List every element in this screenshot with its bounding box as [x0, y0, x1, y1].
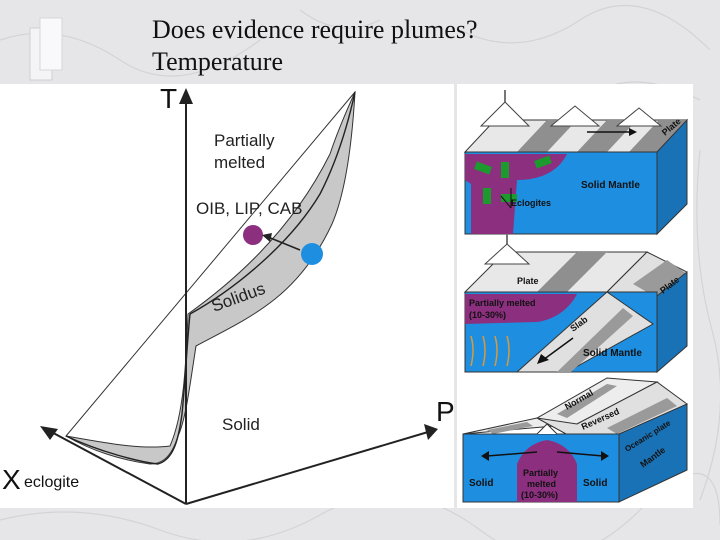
- eclogite-5: [501, 194, 517, 202]
- solidus-fill: [65, 90, 356, 465]
- melt-zone-bottom: [517, 440, 577, 502]
- eclogite-2: [501, 162, 509, 178]
- panel-top: Plate Solid Mantle Eclogites: [463, 90, 689, 236]
- solid-label-bottom-right: Solid: [583, 478, 607, 489]
- x-axis: [43, 427, 187, 505]
- melted-label-bottom: melted: [527, 479, 556, 489]
- partially-melted-label-line2: melted: [214, 153, 265, 172]
- title-line-1: Does evidence require plumes?: [152, 15, 478, 44]
- percent-label-bottom: (10-30%): [521, 490, 558, 500]
- solid-label: Solid: [222, 415, 260, 434]
- x-axis-arrowhead: [40, 426, 58, 440]
- tectonic-panels: Plate Solid Mantle Eclogites: [457, 84, 693, 508]
- upwelling-arrows: [470, 335, 510, 367]
- eclogite-4: [483, 188, 491, 204]
- p-axis-arrowhead: [424, 424, 438, 440]
- panel-middle: Plate Plate Partially melted (10-30%) Sl…: [463, 234, 688, 374]
- partially-label-bottom: Partially: [523, 468, 558, 478]
- blue-dot: [301, 243, 323, 265]
- percent-label-middle: (10-30%): [469, 310, 506, 320]
- volcano-2: [549, 105, 601, 127]
- melting-arrow: [267, 236, 301, 251]
- solid-mantle-label-top: Solid Mantle: [581, 180, 640, 191]
- title-line-2: Temperature: [152, 47, 283, 76]
- solid-mantle-label-middle: Solid Mantle: [583, 348, 642, 359]
- eclogites-label: Eclogites: [511, 198, 551, 208]
- volcano-middle: [483, 243, 531, 265]
- tectonic-illustrations: Plate Solid Mantle Eclogites: [462, 90, 689, 503]
- panel-bottom: Normal Reversed Oceanic plate Mantle Sol…: [462, 377, 688, 503]
- eclogite-3: [534, 155, 552, 169]
- slide-title: Does evidence require plumes? Temperatur…: [152, 14, 478, 78]
- volcano-3: [615, 107, 663, 127]
- melting-arrowhead: [262, 233, 272, 242]
- t-axis-arrowhead: [179, 88, 193, 104]
- t-axis-label: T: [160, 84, 177, 114]
- partially-melted-label-line1: Partially: [214, 131, 275, 150]
- slab-arrow: [542, 337, 574, 361]
- melt-zone-middle: [465, 294, 577, 324]
- x-axis-sublabel: eclogite: [24, 474, 79, 491]
- phase-diagram: T P X eclogite Partially melted OIB, LIP…: [2, 83, 455, 505]
- p-axis: [185, 431, 429, 505]
- oib-lip-cab-label: OIB, LIP, CAB: [196, 199, 302, 218]
- solidus-upper-curve: [189, 91, 356, 315]
- purple-dot: [243, 225, 263, 245]
- solid-label-bottom-left: Solid: [469, 478, 493, 489]
- volcano-1: [479, 101, 531, 127]
- x-axis-label: X: [2, 464, 21, 495]
- melt-zone-top: [465, 154, 567, 234]
- plate-label-middle-left: Plate: [517, 276, 539, 286]
- phase-diagram-panel: T P X eclogite Partially melted OIB, LIP…: [0, 83, 455, 508]
- p-axis-label: P: [436, 396, 454, 427]
- eclogite-1: [474, 161, 492, 175]
- partially-melted-label-middle: Partially melted: [469, 298, 536, 308]
